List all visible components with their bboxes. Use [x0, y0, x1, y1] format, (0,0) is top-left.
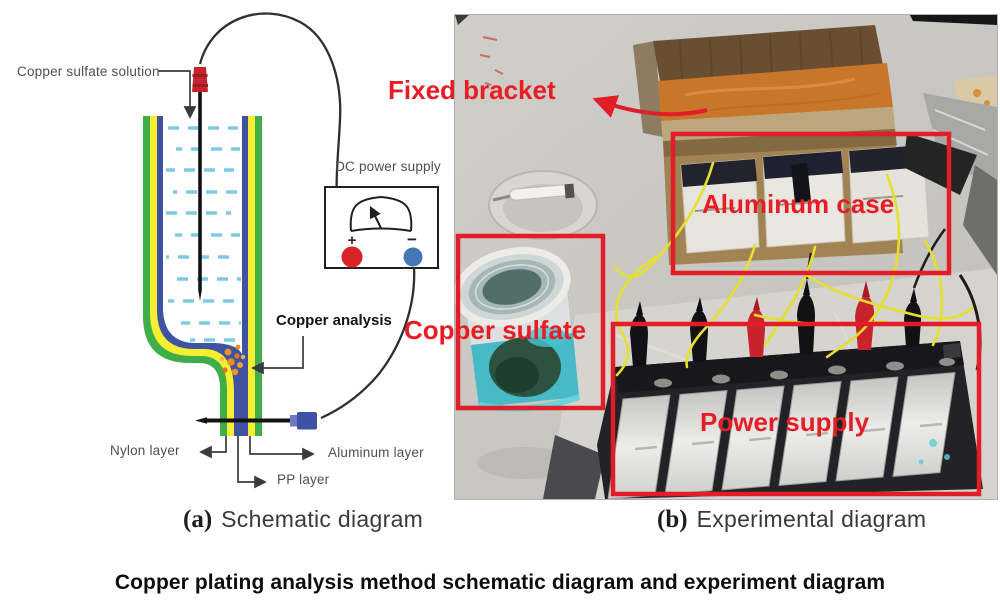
label-aluminum-layer: Aluminum layer: [328, 445, 424, 460]
annotation-boxes: [455, 131, 982, 497]
caption-a-text: Schematic diagram: [221, 506, 424, 532]
label-copper-sulfate: Copper sulfate: [404, 315, 587, 345]
pouch-cross-section: [143, 116, 262, 436]
copper-sulfate-jar: [453, 247, 581, 412]
plus-terminal-label: +: [348, 232, 357, 249]
caption-b-text: Experimental diagram: [696, 506, 927, 532]
figure-title: Copper plating analysis method schematic…: [114, 571, 886, 594]
cyan-stains: [918, 439, 950, 465]
schematic-diagram: + −: [143, 12, 439, 489]
copper-particles: [220, 344, 246, 376]
orange-tape: [658, 63, 893, 121]
wire-negative: [320, 266, 416, 420]
label-aluminum-case: Aluminum case: [702, 189, 895, 219]
label-nylon-layer: Nylon layer: [110, 443, 180, 458]
label-dc-power-supply: DC power supply: [335, 159, 441, 174]
caption-b-marker: (b): [657, 506, 688, 533]
caption-a: (a) Schematic diagram: [183, 506, 423, 534]
jar-lid: [453, 247, 571, 327]
label-arrows: [158, 70, 315, 489]
minus-terminal-label: −: [407, 230, 417, 249]
dark-foil: [543, 435, 605, 499]
aluminum-case-box: [670, 131, 952, 276]
meter-arc: [349, 195, 413, 232]
top-electrode: [192, 67, 208, 301]
experiment-photo: [453, 14, 998, 500]
label-fixed-bracket: Fixed bracket: [388, 75, 556, 105]
power-supply-box: [610, 321, 982, 497]
caption-b: (b) Experimental diagram: [657, 506, 926, 534]
photo-scene: [453, 15, 997, 500]
meter-needle: [369, 205, 382, 229]
label-pp-layer: PP layer: [277, 472, 330, 487]
label-copper-sulfate-solution: Copper sulfate solution: [17, 64, 160, 79]
bottom-electrode: [195, 412, 317, 430]
fixed-bracket-arrow: [592, 95, 708, 118]
dc-power-supply: + −: [324, 186, 439, 269]
negative-terminal: [403, 247, 423, 267]
positive-terminal: [341, 246, 363, 268]
caption-a-marker: (a): [183, 506, 213, 533]
aluminum-foil: [903, 75, 997, 275]
label-power-supply: Power supply: [700, 407, 870, 437]
battery-tray: [597, 341, 983, 500]
yellow-wires: [613, 161, 977, 377]
label-copper-analysis: Copper analysis: [276, 312, 392, 329]
copper-sulfate-box: [455, 233, 606, 411]
dish-with-syringe: [488, 170, 598, 240]
red-scribbles: [479, 36, 504, 86]
